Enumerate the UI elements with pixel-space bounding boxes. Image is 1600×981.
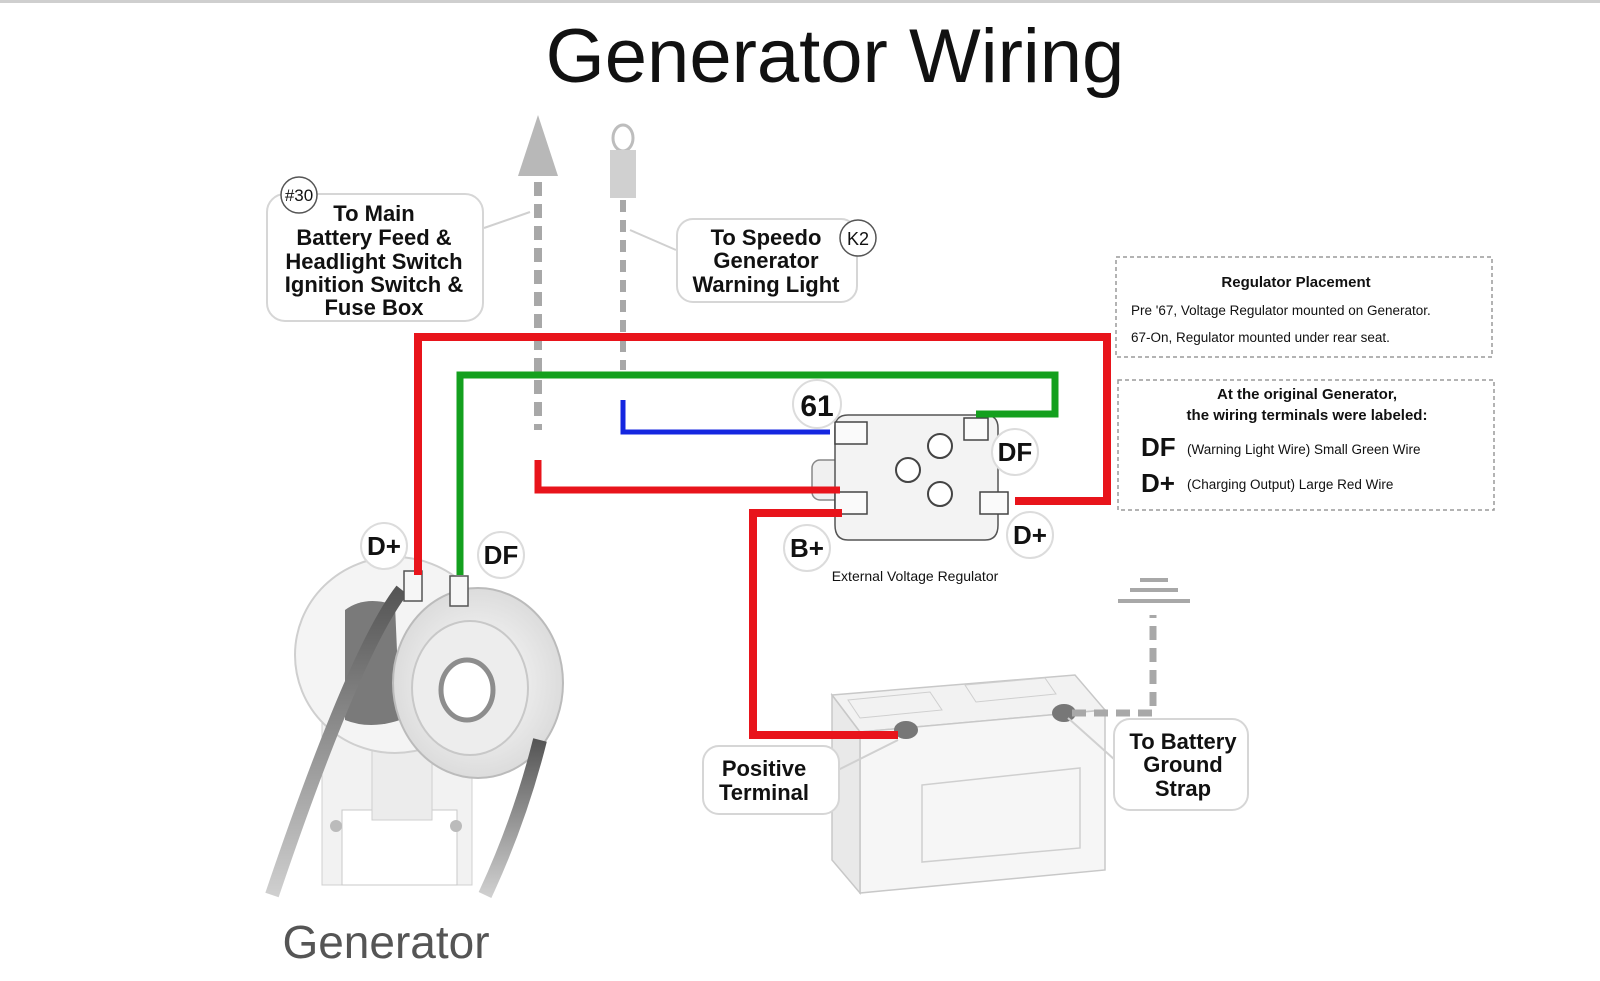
main-feed-line-4: Ignition Switch &	[285, 272, 464, 297]
placement-heading: Regulator Placement	[1221, 274, 1370, 291]
main-feed-line-2: Battery Feed &	[296, 225, 451, 250]
terminals-heading-1: At the original Generator,	[1217, 386, 1397, 403]
positive-terminal-line-2: Terminal	[719, 780, 809, 805]
dplus-code: D+	[1141, 468, 1175, 498]
speedo-badge: K2	[847, 229, 869, 249]
speedo-line-1: To Speedo	[711, 225, 822, 250]
red-wire-main	[414, 333, 1111, 575]
placement-line-2: 67-On, Regulator mounted under rear seat…	[1131, 330, 1390, 345]
dplus-desc: (Charging Output) Large Red Wire	[1187, 477, 1393, 492]
reg-61-label: 61	[800, 390, 833, 423]
voltage-regulator	[811, 414, 1009, 541]
reg-df-label: DF	[998, 437, 1033, 467]
wires	[414, 115, 1157, 739]
green-wire	[456, 371, 1059, 575]
terminal-badge-reg-df: DF	[991, 428, 1039, 476]
df-desc: (Warning Light Wire) Small Green Wire	[1187, 442, 1421, 457]
callout-ground-strap: To Battery Ground Strap	[1067, 717, 1249, 811]
generator-label: Generator	[282, 916, 489, 968]
terminal-badge-reg-61: 61	[792, 379, 842, 429]
terminal-badge-reg-dplus: D+	[1006, 511, 1054, 559]
info-box-terminals: At the original Generator, the wiring te…	[1117, 379, 1495, 511]
speedo-line-3: Warning Light	[692, 272, 840, 297]
callout-speedo: K2 To Speedo Generator Warning Light	[629, 218, 877, 303]
red-wire-feed	[534, 460, 840, 494]
callout-positive-terminal: Positive Terminal	[702, 739, 899, 815]
info-box-placement: Regulator Placement Pre '67, Voltage Reg…	[1115, 256, 1493, 358]
terminal-badge-gen-df: DF	[477, 531, 525, 579]
ground-strap-line-2: Ground	[1143, 752, 1222, 777]
battery-illustration	[830, 674, 1107, 896]
generator-illustration	[265, 556, 564, 898]
terminals-heading-2: the wiring terminals were labeled:	[1187, 407, 1428, 424]
gen-dplus-label: D+	[367, 531, 401, 561]
reg-dplus-label: D+	[1013, 520, 1047, 550]
red-wire-battery	[749, 509, 898, 739]
positive-terminal-line-1: Positive	[722, 756, 806, 781]
diagram-title: Generator Wiring	[546, 14, 1125, 99]
top-border	[0, 0, 1600, 3]
speedo-line-2: Generator	[713, 248, 819, 273]
main-feed-badge: #30	[285, 186, 313, 205]
gen-df-label: DF	[484, 540, 519, 570]
df-code: DF	[1141, 432, 1176, 462]
main-feed-line-3: Headlight Switch	[285, 249, 462, 274]
ground-symbol	[1118, 578, 1190, 603]
reg-bplus-label: B+	[790, 533, 824, 563]
placement-line-1: Pre '67, Voltage Regulator mounted on Ge…	[1131, 303, 1431, 318]
terminal-badge-gen-dplus: D+	[360, 522, 408, 570]
ground-strap-line-1: To Battery	[1129, 729, 1237, 754]
ground-strap-line-3: Strap	[1155, 776, 1211, 801]
main-feed-line-1: To Main	[333, 201, 414, 226]
main-feed-line-5: Fuse Box	[324, 295, 424, 320]
regulator-label: External Voltage Regulator	[832, 568, 999, 584]
blue-wire	[620, 400, 830, 435]
terminal-badge-reg-bplus: B+	[783, 524, 831, 572]
callout-main-feed: #30 To Main Battery Feed & Headlight Swi…	[266, 176, 531, 322]
